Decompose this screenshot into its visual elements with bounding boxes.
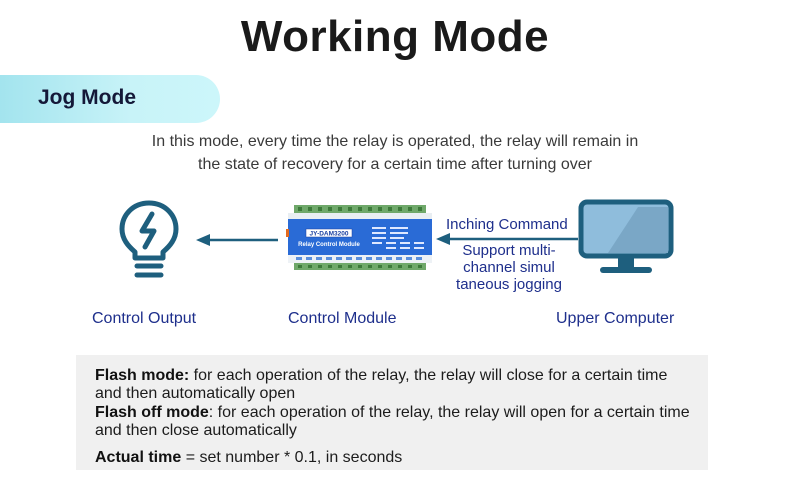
- notes-panel: Flash mode: for each operation of the re…: [76, 355, 708, 470]
- description-line-1: In this mode, every time the relay is op…: [151, 133, 639, 150]
- flash-mode-text: for each operation of the relay, the rel…: [95, 367, 668, 402]
- control-output-label: Control Output: [92, 310, 197, 327]
- mode-description: In this mode, every time the relay is op…: [90, 130, 700, 176]
- arrow-to-module-icon: [436, 233, 578, 245]
- flash-off-mode-note: Flash off mode: for each operation of th…: [95, 404, 695, 440]
- monitor-icon: [578, 199, 674, 273]
- upper-computer-label: Upper Computer: [556, 310, 675, 327]
- lightbulb-bolt-icon: [119, 200, 179, 278]
- flash-mode-term: Flash mode:: [95, 367, 190, 384]
- command-description-line-3: taneous jogging: [456, 276, 562, 293]
- command-description-line-1: Support multi-: [462, 242, 556, 259]
- actual-time-text: = set number * 0.1, in seconds: [181, 449, 403, 466]
- page-title: Working Mode: [240, 12, 550, 61]
- flash-off-term: Flash off mode: [95, 404, 209, 421]
- actual-time-note: Actual time = set number * 0.1, in secon…: [95, 449, 695, 467]
- mode-label: Jog Mode: [38, 86, 136, 109]
- module-model: JY-DAM3200: [309, 231, 348, 238]
- flash-mode-note: Flash mode: for each operation of the re…: [95, 367, 695, 403]
- mode-banner: Jog Mode: [0, 75, 220, 123]
- command-description: Support multi- channel simul taneous jog…: [446, 242, 572, 293]
- actual-time-term: Actual time: [95, 449, 182, 466]
- command-description-line-2: channel simul: [463, 259, 555, 276]
- control-module-label: Control Module: [288, 310, 397, 327]
- description-line-2: the state of recovery for a certain time…: [198, 156, 592, 173]
- relay-module-image: JY-DAM3200 Relay Control Module: [286, 205, 432, 270]
- command-label: Inching Command: [446, 216, 568, 233]
- arrow-to-output-icon: [196, 234, 278, 246]
- flash-off-text: : for each operation of the relay, the r…: [95, 404, 690, 439]
- module-subtitle: Relay Control Module: [298, 242, 360, 248]
